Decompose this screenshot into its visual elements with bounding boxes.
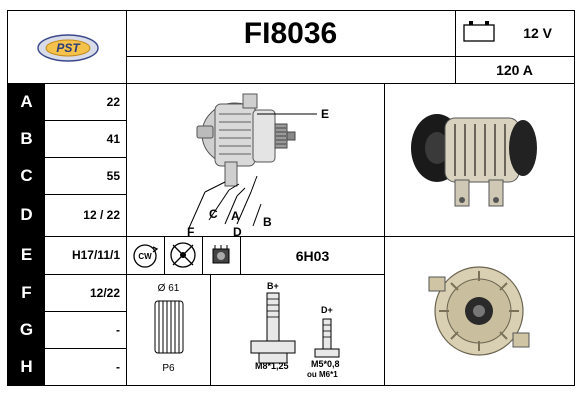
alternator-side-drawing: E F C A B D [187, 93, 329, 239]
battery-icon [463, 21, 495, 42]
terminal-d-label: D+ [321, 305, 333, 315]
divider [202, 236, 203, 274]
alternator-front-image [428, 266, 530, 356]
row-value-f: 12/22 [89, 285, 120, 300]
dimension-diagram: E F C A B D [127, 84, 384, 239]
divider [8, 157, 126, 158]
row-value-b: 41 [106, 131, 120, 146]
rotation-arrow-icon: CW [133, 244, 159, 268]
terminal-b-label: B+ [267, 281, 279, 291]
row-value-g: - [116, 322, 120, 337]
divider [240, 236, 241, 274]
pulley-type: P6 [162, 363, 175, 374]
terminal-d-thread-alt: ou M6*1 [307, 370, 338, 379]
alternator-photo-side [385, 84, 574, 236]
dim-label-d: D [233, 225, 242, 236]
divider [126, 56, 455, 57]
row-value-c: 55 [106, 168, 120, 183]
row-label-c: C [8, 157, 45, 194]
spec-sheet: PST FI8036 12 V 120 A A 22 B 41 C 55 D 1… [7, 10, 575, 386]
logo-text: PST [56, 41, 81, 55]
divider [8, 274, 384, 275]
row-label-b: B [8, 120, 45, 157]
dim-label-f: F [187, 225, 194, 236]
dim-label-e: E [321, 107, 329, 121]
voltage-value: 12 V [523, 25, 552, 41]
row-value-e: H17/11/1 [71, 248, 120, 262]
rotation-label: CW [138, 252, 152, 261]
alternator-side-image [411, 114, 537, 207]
terminal-d-thread: M5*0,8 [311, 359, 340, 369]
regulator-code: 6H03 [295, 247, 330, 264]
pulley-icon [154, 300, 184, 354]
alternator-photo-front [385, 237, 574, 385]
voltage-cell: 12 V [455, 11, 574, 56]
terminals-cell: B+ D+ M8*1,25 M5*0,8 ou M6*1 [211, 275, 384, 385]
fan-cell [165, 237, 202, 274]
row-value-h: - [116, 359, 120, 374]
row-value-d: 12 / 22 [83, 208, 120, 222]
dim-label-b: B [263, 215, 272, 229]
divider [8, 120, 126, 121]
part-number: FI8036 [243, 16, 338, 50]
dim-label-c: C [209, 207, 218, 221]
pulley-cell: Ø 61 P6 [127, 275, 210, 385]
rotation-cell: CW [127, 237, 164, 274]
brand-logo-cell: PST [8, 11, 126, 83]
divider [384, 83, 385, 385]
row-value-a: 22 [106, 94, 120, 109]
row-label-f: F [8, 274, 45, 311]
divider [210, 274, 211, 385]
divider [126, 11, 127, 385]
terminal-b-thread: M8*1,25 [255, 361, 289, 371]
divider [8, 348, 126, 349]
dim-label-a: A [231, 209, 240, 223]
row-label-d: D [8, 194, 45, 236]
divider [8, 83, 574, 84]
row-label-h: H [8, 348, 45, 385]
external-fan-icon [170, 242, 196, 268]
divider [164, 236, 165, 274]
row-label-a: A [8, 83, 45, 120]
divider [8, 236, 574, 237]
regulator-cell [203, 237, 240, 274]
row-label-g: G [8, 311, 45, 348]
amperage-value: 120 A [496, 61, 533, 78]
divider [455, 11, 456, 83]
divider [455, 56, 574, 57]
regulator-icon [212, 245, 230, 264]
brand-logo: PST [37, 34, 99, 62]
pulley-diameter: Ø 61 [157, 283, 180, 294]
divider [8, 194, 126, 195]
row-label-e: E [8, 236, 45, 274]
terminal-bolts-drawing [250, 292, 340, 364]
divider [8, 311, 126, 312]
